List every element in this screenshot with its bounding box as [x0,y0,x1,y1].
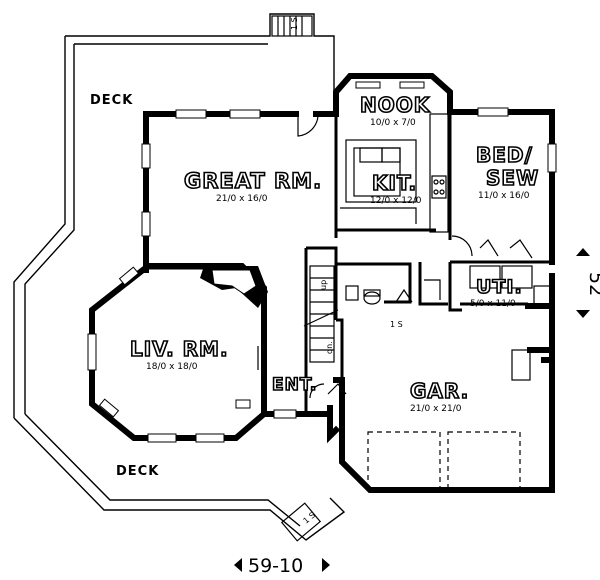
interior-walls [146,112,552,414]
step-mark-upper-deck: 1 S [290,17,299,30]
stairs [303,265,339,363]
bed-sew-label-line2: SEW [486,166,539,190]
windows [87,81,557,443]
nook-dims: 10/0 x 7/0 [370,118,416,128]
living-room-label: LIV. RM. [130,337,229,361]
bed-sew-label-line1: BED/ [476,143,533,167]
overall-depth-dimension: 52 [576,248,600,318]
great-room-dims: 21/0 x 16/0 [216,194,268,204]
deck-top-outline [13,13,335,418]
garage-doors [367,431,521,493]
stair-up-label: up [319,280,328,290]
overall-width-dimension: 59-10 [234,555,330,577]
nook-label: NOOK [360,93,431,117]
deck-bottom-label: DECK [116,464,159,479]
overall-depth-label: 52 [585,272,600,296]
powder-room [345,285,381,305]
kitchen-label: KIT. [372,171,417,195]
overall-width-label: 59-10 [248,555,303,577]
fireplace [200,266,268,308]
deck-bottom-outline [13,413,346,542]
garage-label: GAR. [410,379,469,403]
step-mark-lower-deck: 1 S [302,510,318,525]
kitchen-fixtures [340,113,449,233]
step-mark-garage: 1 S [390,320,403,329]
utility-label: UTI. [476,276,523,298]
stair-down-label: dn. [325,341,334,354]
garage-dims: 21/0 x 21/0 [410,404,462,414]
kitchen-dims: 12/0 x 12/0 [370,196,422,206]
living-room-dims: 18/0 x 18/0 [146,362,198,372]
utility-dims: 5/0 x 11/0 [470,299,516,309]
utility-fixtures [469,265,551,305]
deck-top-label: DECK [90,93,133,108]
bed-sew-dims: 11/0 x 16/0 [478,191,530,201]
entry-label: ENT. [272,375,317,395]
great-room-label: GREAT RM. [184,169,322,193]
door-swings [257,114,533,399]
